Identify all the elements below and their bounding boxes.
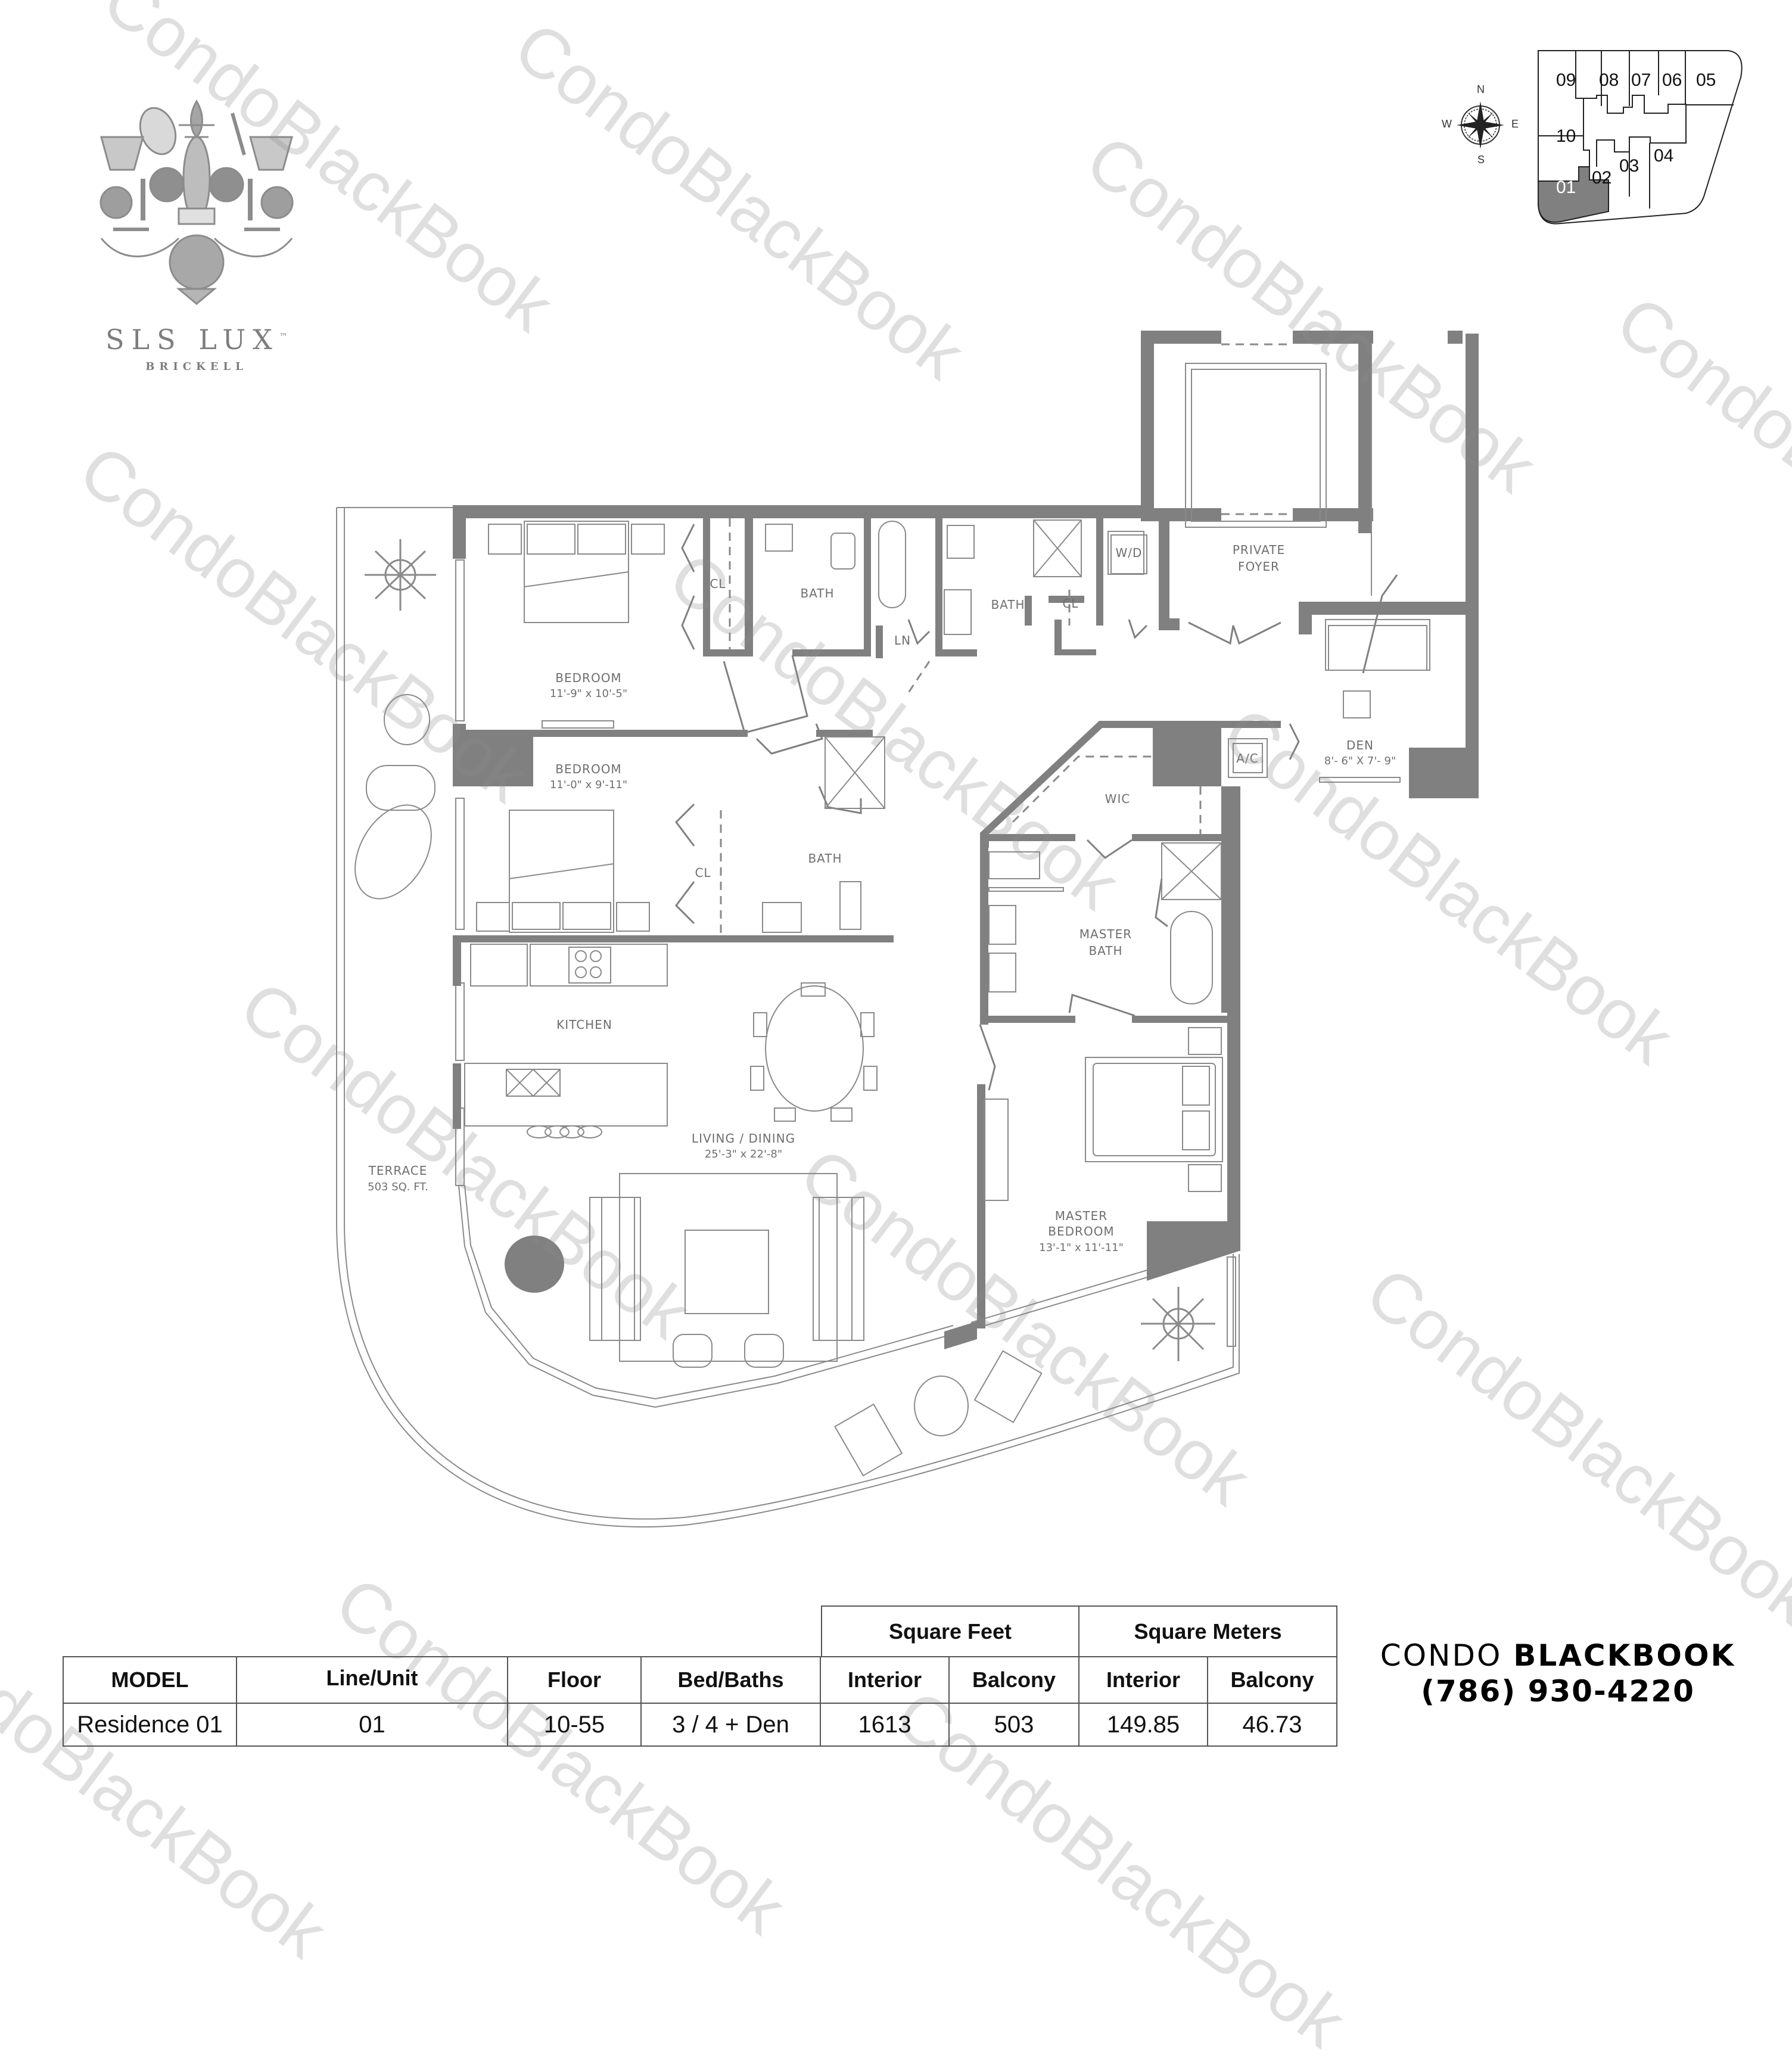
header-sqft-balcony: Balcony (950, 1656, 1079, 1704)
master-bed (984, 1027, 1223, 1201)
door-swings (675, 524, 1398, 1091)
closet-rods (720, 343, 1293, 935)
label-master-bedroom-2: BEDROOM (1048, 1224, 1114, 1239)
keyplan-unit-01-highlight (1538, 166, 1609, 223)
label-bath-2: BATH (991, 598, 1025, 612)
keyplan-unit-08: 08 (1599, 70, 1619, 90)
cell-bed-baths: 3 / 4 + Den (642, 1704, 821, 1747)
keyplan-unit-09: 09 (1556, 70, 1576, 90)
group-header-sqm: Square Meters (1079, 1605, 1337, 1656)
kitchen-fixtures (464, 944, 668, 1138)
dims-terrace: 503 SQ. FT. (368, 1181, 428, 1193)
dims-bedroom-2: 11'-9" x 10'-5" (550, 687, 627, 700)
header-floor: Floor (508, 1656, 642, 1704)
floor-plan: BEDROOM 11'-9" x 10'-5" BEDROOM 11'-0" x… (336, 50, 1743, 1528)
brand-name-bold: BLACKBOOK (1513, 1638, 1736, 1673)
keyplan-unit-04: 04 (1654, 146, 1674, 166)
label-laundry: W/D (1116, 546, 1143, 560)
label-master-bath-2: BATH (1088, 944, 1122, 958)
label-bedroom-2: BEDROOM (555, 671, 621, 685)
label-kitchen: KITCHEN (556, 1018, 612, 1032)
dims-master-bedroom: 13'-1" x 11'-11" (1039, 1241, 1124, 1254)
bath-2-fixtures (1033, 519, 1144, 577)
key-plan (1538, 50, 1743, 225)
dims-bedroom-3: 11'-0" x 9'-11" (550, 779, 627, 791)
cell-line-unit: 01 (237, 1704, 508, 1747)
label-master-bedroom-1: MASTER (1055, 1209, 1107, 1223)
keyplan-unit-02: 02 (1592, 168, 1612, 188)
elevator (1185, 363, 1327, 528)
brand-phone[interactable]: (786) 930-4220 (1421, 1674, 1695, 1709)
brand-block: CONDO BLACKBOOK (786) 930-4220 (1343, 1638, 1772, 1709)
master-bath-fixtures (988, 842, 1222, 1004)
header-sqm-interior: Interior (1079, 1656, 1208, 1704)
logo-name: SLS LUX™ (105, 323, 288, 356)
label-closet-2: CL (695, 866, 711, 880)
label-bath-1: BATH (800, 586, 834, 600)
keyplan-unit-01: 01 (1556, 178, 1576, 197)
group-header-sqft: Square Feet (821, 1605, 1079, 1656)
cell-sqft-interior: 1613 (821, 1704, 950, 1747)
label-closet-3: CL (1062, 596, 1078, 611)
bedroom-3-bed (476, 810, 650, 933)
header-line-unit: Line/Unit (237, 1656, 508, 1704)
brand-name-light: CONDO (1380, 1638, 1502, 1673)
label-living: LIVING / DINING (692, 1131, 795, 1146)
living-furniture (505, 1173, 864, 1368)
header-model: MODEL (63, 1656, 237, 1704)
header-sqft-interior: Interior (821, 1656, 950, 1704)
compass-s: S (1477, 154, 1485, 166)
unit-info-table: Square Feet Square Meters MODEL Line/Uni… (63, 1605, 1337, 1747)
planter-ornament (365, 539, 1215, 1361)
label-bath-3: BATH (808, 851, 842, 866)
keyplan-unit-10: 10 (1556, 126, 1576, 146)
keyplan-unit-03: 03 (1619, 156, 1639, 176)
bath-1-fixtures (765, 521, 975, 635)
label-master-bath-1: MASTER (1079, 927, 1132, 941)
header-sqm-balcony: Balcony (1208, 1656, 1337, 1704)
label-closet-1: CL (710, 577, 726, 591)
keyplan-unit-07: 07 (1631, 70, 1651, 90)
brand-name: CONDO BLACKBOOK (1343, 1638, 1772, 1673)
cell-floor: 10-55 (508, 1704, 642, 1747)
compass-w: W (1442, 118, 1452, 130)
compass-n: N (1477, 83, 1485, 95)
dining-table (750, 982, 878, 1122)
cell-sqm-interior: 149.85 (1079, 1704, 1208, 1747)
logo-subtitle: BRICKELL (145, 360, 248, 373)
round-side-table (505, 1236, 564, 1293)
label-terrace: TERRACE (368, 1163, 428, 1178)
label-foyer-1: PRIVATE (1233, 543, 1285, 557)
label-bedroom-3: BEDROOM (555, 762, 621, 776)
bath-3-fixtures (762, 736, 885, 933)
label-linen: LN (894, 633, 911, 648)
dims-den: 8'- 6" X 7'- 9" (1324, 755, 1396, 767)
cell-sqft-balcony: 503 (950, 1704, 1079, 1747)
compass-rose-icon (1457, 101, 1504, 149)
compass-e: E (1511, 118, 1519, 130)
logo: SLS LUX™ BRICKELL (77, 89, 316, 373)
den-furniture (1228, 619, 1430, 783)
keyplan-unit-06: 06 (1662, 70, 1682, 90)
chandelier-emblem-icon (99, 99, 294, 305)
label-foyer-2: FOYER (1238, 559, 1280, 574)
terrace-furniture (354, 694, 1236, 1477)
cell-model: Residence 01 (63, 1704, 237, 1747)
label-ac: A/C (1236, 751, 1258, 766)
terrace-outline (336, 507, 1240, 1528)
bedroom-2-bed (488, 521, 665, 729)
keyplan-unit-05: 05 (1696, 70, 1716, 90)
room-labels: BEDROOM 11'-9" x 10'-5" BEDROOM 11'-0" x… (368, 534, 1396, 1254)
dims-living: 25'-3" x 22'-8" (705, 1148, 782, 1160)
cell-sqm-balcony: 46.73 (1208, 1704, 1337, 1747)
walls (453, 331, 1479, 1349)
label-wic: WIC (1105, 792, 1131, 806)
label-den: DEN (1346, 738, 1374, 752)
header-bed-baths: Bed/Baths (642, 1656, 821, 1704)
